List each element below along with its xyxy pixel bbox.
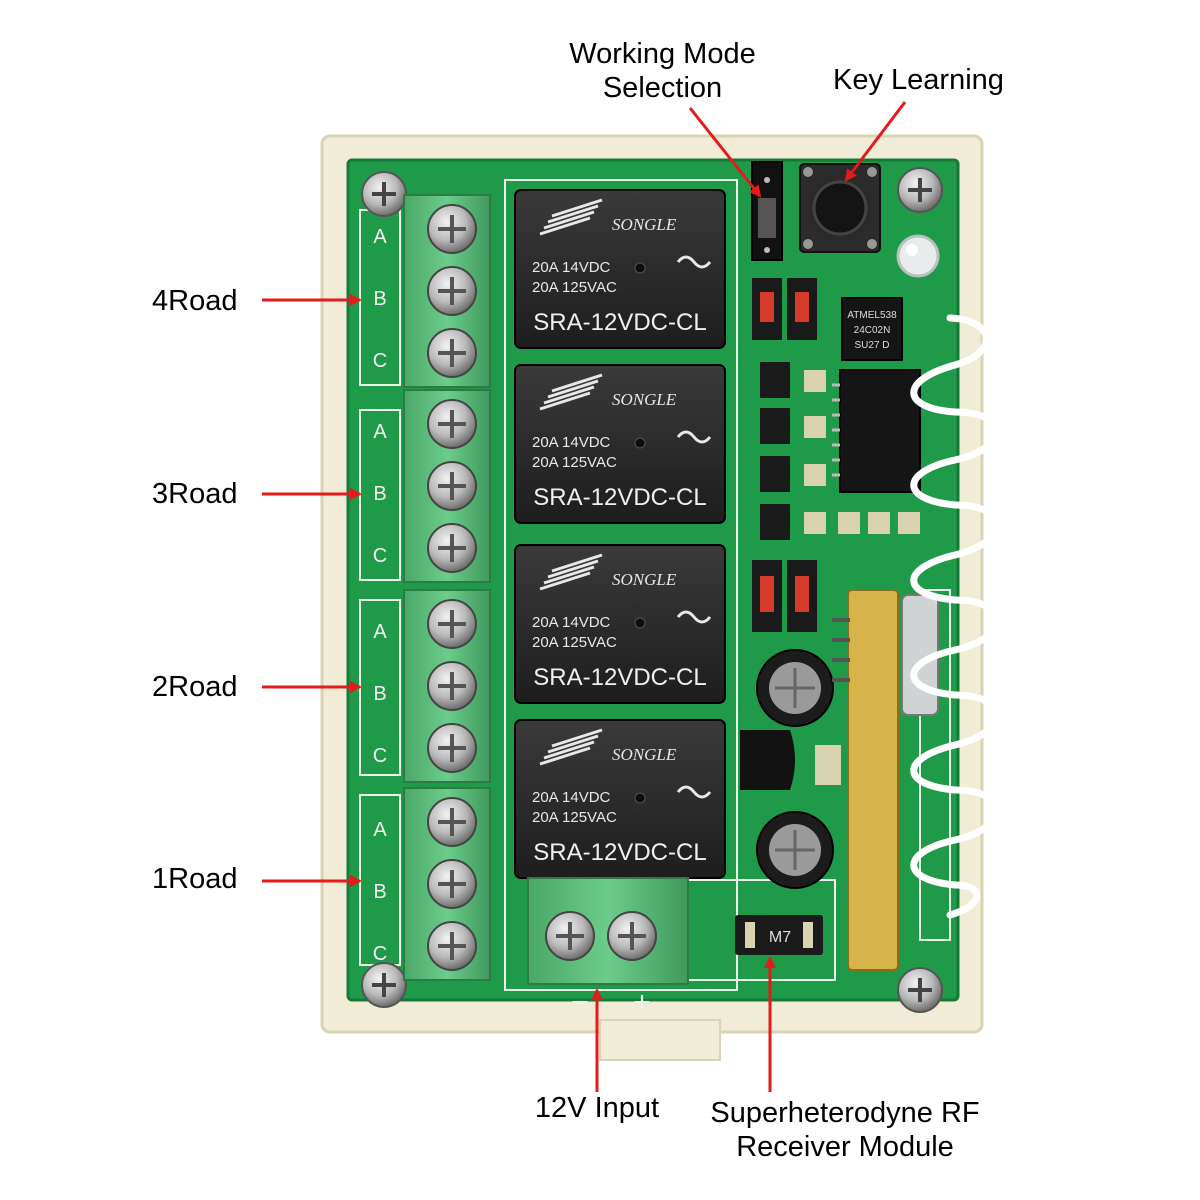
relay-2: SONGLE 20A 14VDC 20A 125VAC SRA-12VDC-CL	[514, 544, 726, 704]
label-working-mode-line1: Working Mode	[569, 38, 756, 70]
antenna-coil	[910, 314, 1000, 919]
terminal-screw	[427, 723, 477, 773]
power-plus-label: +	[633, 986, 651, 1019]
terminal-screw	[427, 461, 477, 511]
relay-1: SONGLE 20A 14VDC 20A 125VAC SRA-12VDC-CL	[514, 719, 726, 879]
ul-mark-icon	[676, 255, 712, 269]
relay-rating-2: 20A 125VAC	[532, 454, 617, 471]
label-road2: 2Road	[152, 671, 238, 703]
terminal-letter-b: B	[373, 483, 386, 505]
label-working-mode: Working Mode Selection	[540, 37, 785, 105]
relay-brand: SONGLE	[612, 570, 677, 589]
voltage-regulator	[740, 730, 841, 790]
terminal-screw	[427, 399, 477, 449]
ul-mark-icon	[676, 430, 712, 444]
mounting-screw-bottom-right	[897, 967, 943, 1013]
relay-rating-2: 20A 125VAC	[532, 279, 617, 296]
decoder-chip	[832, 369, 921, 493]
capacitor-upper	[756, 649, 834, 727]
relay-brand: SONGLE	[612, 390, 677, 409]
terminal-letter-c: C	[373, 545, 387, 567]
ul-mark-icon	[676, 785, 712, 799]
diodes	[752, 278, 817, 632]
ul-mark-icon	[676, 610, 712, 624]
terminal-letter-a: A	[373, 226, 387, 248]
arrow-key-learning	[844, 101, 907, 182]
terminal-letter-b: B	[373, 881, 386, 903]
chip-text-3: SU27 D	[854, 340, 889, 351]
label-rf-module: Superheterodyne RF Receiver Module	[680, 1096, 1010, 1164]
terminal-screw	[427, 523, 477, 573]
arrow-working-mode	[688, 107, 762, 198]
relay-rating-2: 20A 125VAC	[532, 809, 617, 826]
relay-rating-1: 20A 14VDC	[532, 614, 611, 631]
terminal-letter-c: C	[373, 745, 387, 767]
mounting-screw-top-right	[897, 167, 943, 213]
chip-text-1: ATMEL538	[847, 310, 897, 321]
label-working-mode-line2: Selection	[602, 72, 723, 104]
relay-brand: SONGLE	[612, 745, 677, 764]
output-terminals: A B C A B C A B C A B C	[373, 194, 491, 981]
label-rf-module-line2: Receiver Module	[736, 1131, 954, 1163]
terminal-letter-a: A	[373, 621, 387, 643]
terminal-letter-b: B	[373, 683, 386, 705]
terminal-letter-b: B	[373, 288, 386, 310]
relay-brand: SONGLE	[612, 215, 677, 234]
relay-model: SRA-12VDC-CL	[533, 664, 706, 691]
terminal-block-4: A B C	[373, 194, 491, 388]
key-learning-button	[799, 163, 881, 253]
terminal-letter-c: C	[373, 350, 387, 372]
power-minus-label: −	[571, 986, 589, 1019]
terminal-screw	[427, 661, 477, 711]
smd-transistors	[760, 362, 920, 540]
relay-rating-1: 20A 14VDC	[532, 259, 611, 276]
mounting-screw-bottom-left	[361, 962, 407, 1008]
relay-model: SRA-12VDC-CL	[533, 484, 706, 511]
relay-model: SRA-12VDC-CL	[533, 309, 706, 336]
terminal-screw	[427, 797, 477, 847]
label-road4: 4Road	[152, 285, 238, 317]
terminal-screw	[427, 921, 477, 971]
label-rf-module-line1: Superheterodyne RF	[710, 1097, 980, 1129]
m7-diode: M7	[735, 915, 823, 955]
terminal-screw	[427, 266, 477, 316]
relay-rating-2: 20A 125VAC	[532, 634, 617, 651]
chip-text-2: 24C02N	[854, 325, 891, 336]
terminal-screw	[427, 328, 477, 378]
terminal-letter-a: A	[373, 819, 387, 841]
terminal-block-3: A B C	[373, 389, 491, 583]
terminal-screw	[427, 599, 477, 649]
rf-receiver-module	[832, 589, 939, 971]
relay-model: SRA-12VDC-CL	[533, 839, 706, 866]
callout-arrows	[262, 101, 907, 1092]
power-input-terminal	[527, 877, 689, 985]
label-road3: 3Road	[152, 478, 238, 510]
terminal-screw	[427, 204, 477, 254]
terminal-letter-c: C	[373, 943, 387, 965]
eeprom-chip: ATMEL538 24C02N SU27 D	[841, 297, 903, 361]
label-key-learning: Key Learning	[833, 64, 1004, 96]
relay-3: SONGLE 20A 14VDC 20A 125VAC SRA-12VDC-CL	[514, 364, 726, 524]
capacitor-lower	[756, 811, 834, 889]
relay-rating-1: 20A 14VDC	[532, 434, 611, 451]
label-road1: 1Road	[152, 863, 238, 895]
terminal-letter-a: A	[373, 421, 387, 443]
label-12v-input: 12V Input	[534, 1092, 660, 1124]
working-mode-jumper	[751, 161, 783, 261]
relay-rating-1: 20A 14VDC	[532, 789, 611, 806]
terminal-block-2: A B C	[373, 589, 491, 783]
terminal-screw	[427, 859, 477, 909]
m7-text: M7	[769, 929, 791, 946]
status-led	[896, 234, 940, 278]
terminal-block-1: A B C	[373, 787, 491, 981]
mounting-screw-top-left	[361, 171, 407, 217]
relay-4: SONGLE 20A 14VDC 20A 125VAC SRA-12VDC-CL	[514, 189, 726, 349]
